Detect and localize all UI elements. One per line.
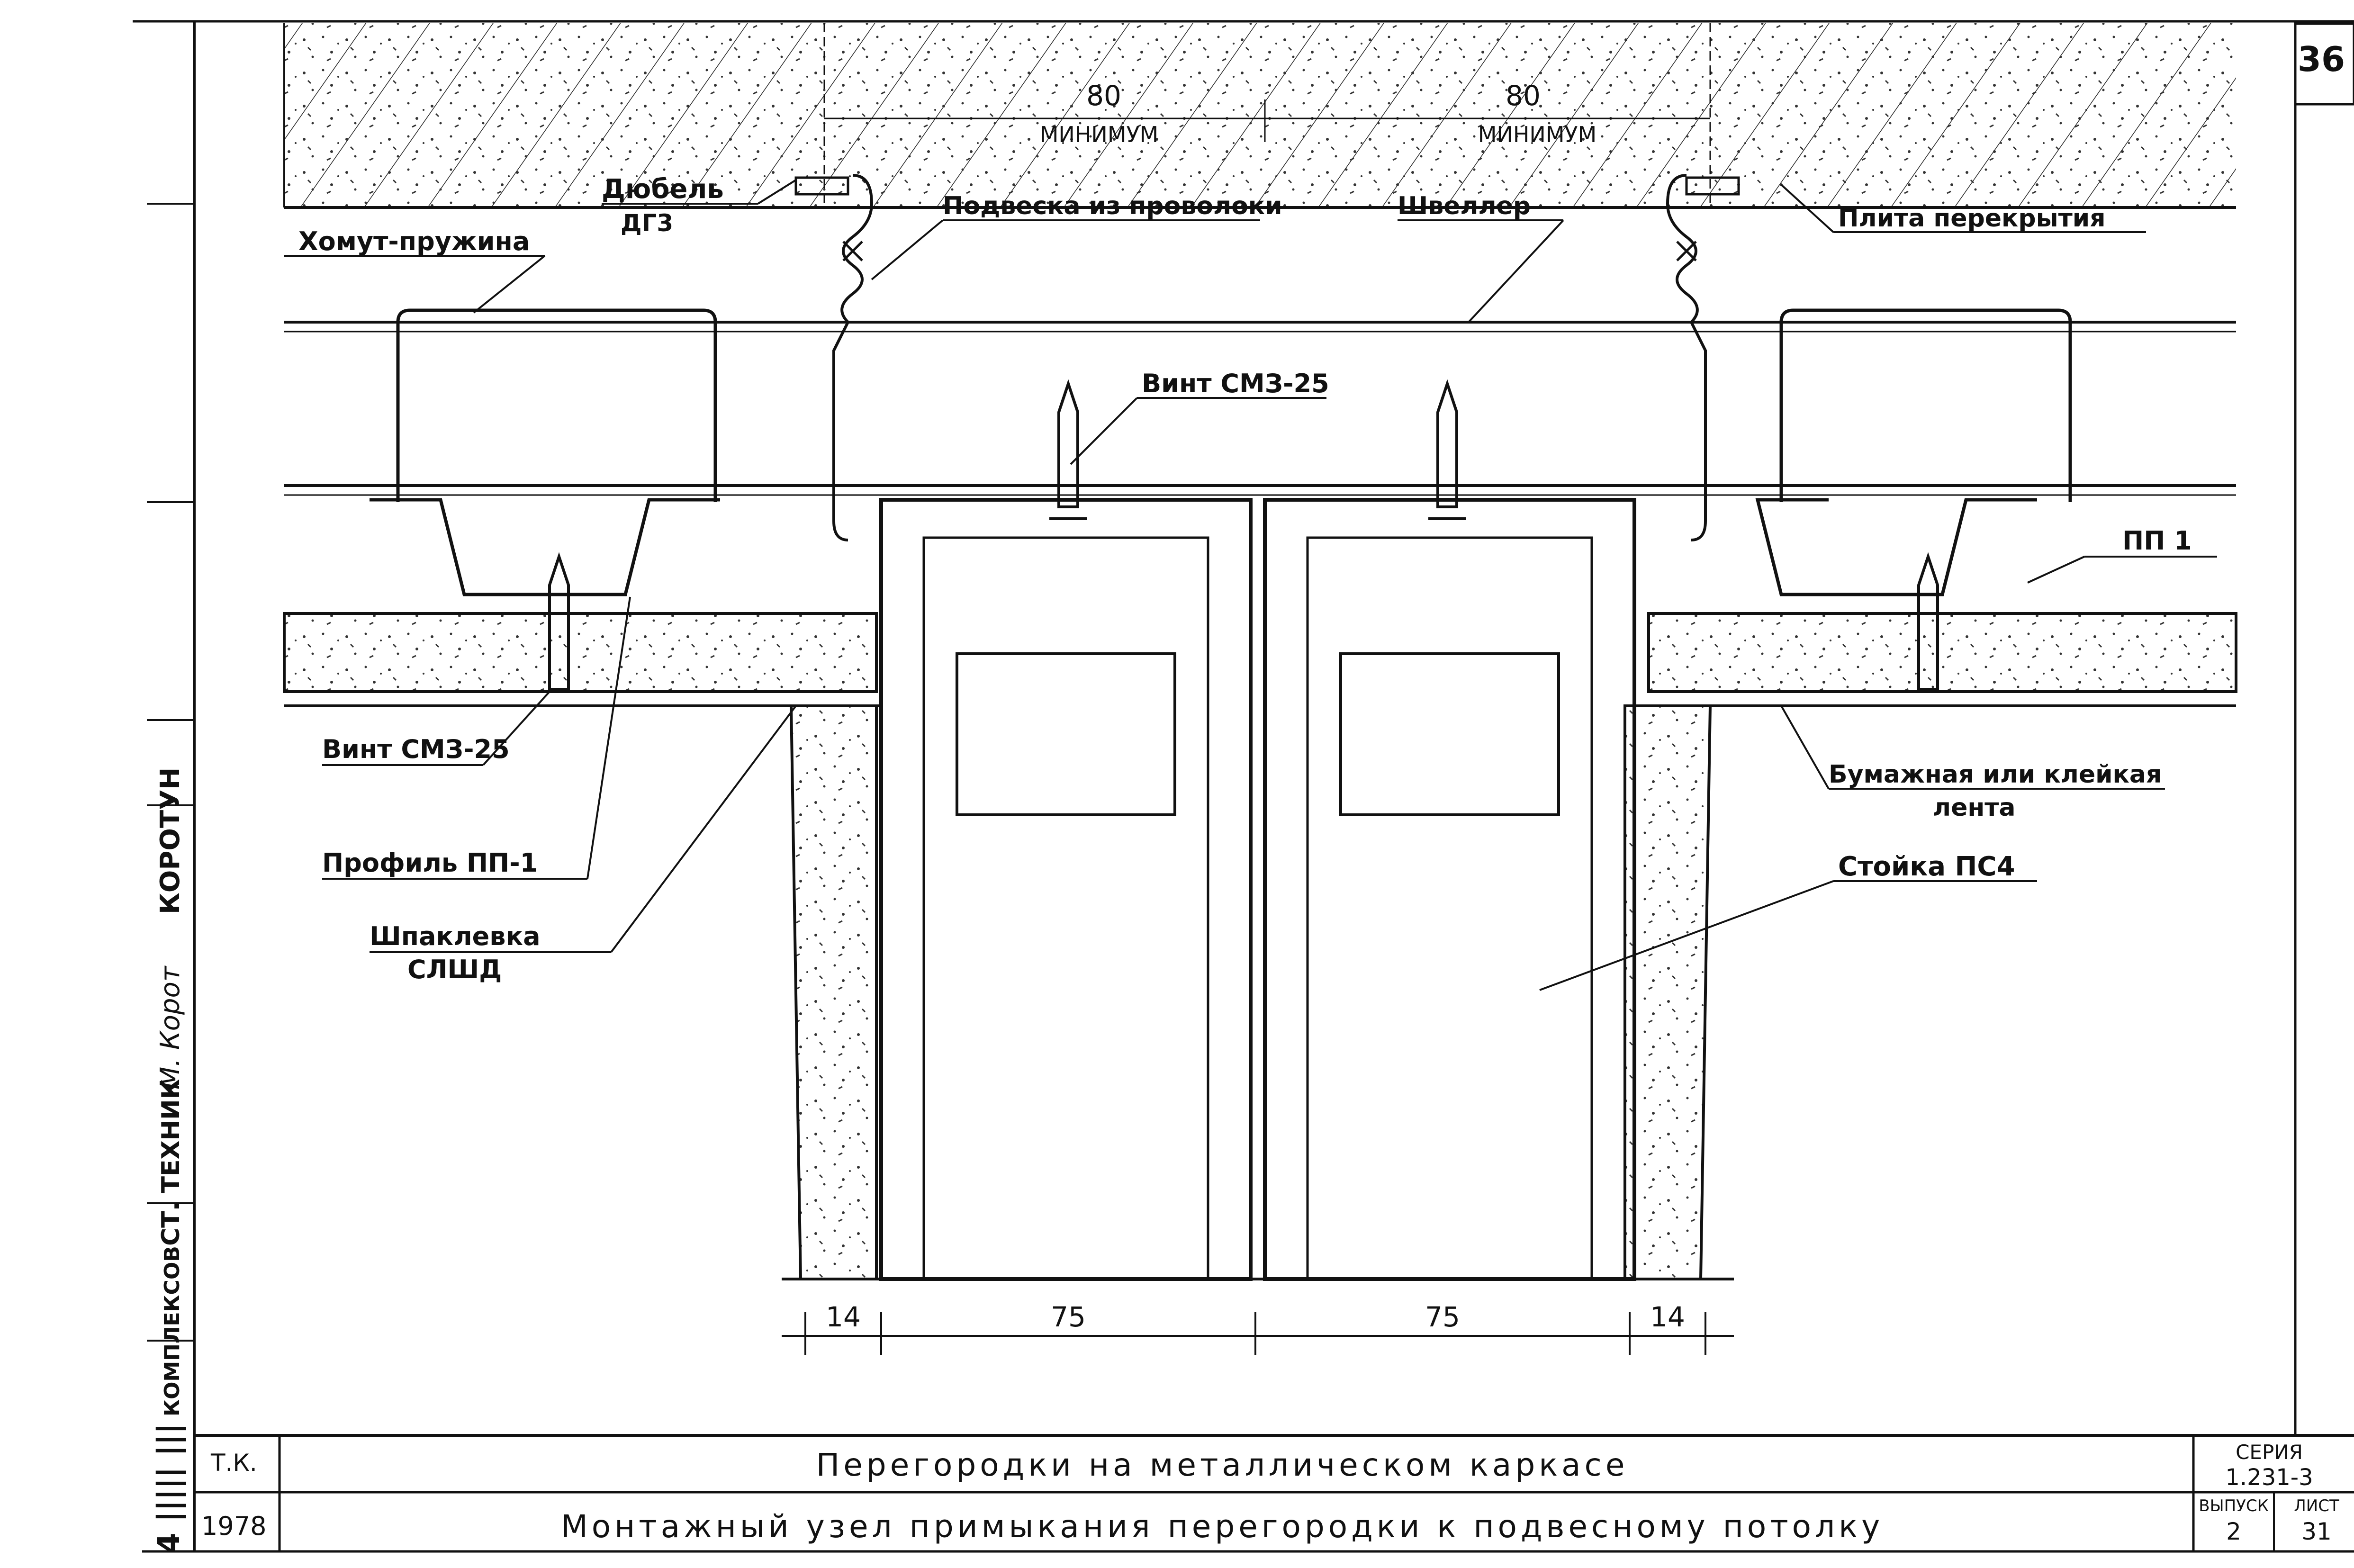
- bottom-dimensions: 14 75 75 14: [782, 1301, 1734, 1355]
- label-screw-top: Винт СМЗ-25: [1142, 369, 1329, 398]
- issue-value: 2: [2226, 1518, 2241, 1545]
- series-label: СЕРИЯ: [2236, 1441, 2303, 1464]
- drawing-subtitle: Монтажный узел примыкания перегородки к …: [561, 1508, 1884, 1545]
- side-strip: КОРОТУН М. Корот СТ. ТЕХНИК КОМПЛЕКСОВ 4…: [147, 203, 194, 1554]
- partition: [782, 498, 1734, 1281]
- label-screw-left: Винт СМЗ-25: [322, 734, 510, 764]
- label-putty: Шпаклевка: [370, 921, 541, 951]
- side-number: 4 ||||| |||: [152, 1423, 187, 1554]
- channel: [284, 321, 2236, 496]
- drawing-title: Перегородки на металлическом каркасе: [816, 1447, 1629, 1483]
- label-dowel-type: ДГ3: [621, 209, 673, 237]
- clamp-springs: [396, 308, 2072, 502]
- dim-top-left-note: МИНИМУМ: [1040, 122, 1159, 147]
- label-tape-line2: лента: [1933, 793, 2016, 822]
- side-label-org: КОМПЛЕКСОВ: [160, 1246, 184, 1416]
- label-pp1: ПП 1: [2122, 526, 2192, 556]
- dim-bottom-2: 75: [1051, 1301, 1086, 1333]
- page-number: 36: [2298, 39, 2345, 79]
- label-slab: Плита перекрытия: [1838, 204, 2106, 233]
- page-number-box: 36: [2294, 22, 2354, 106]
- leaders: [284, 179, 2217, 991]
- sheet-label: ЛИСТ: [2294, 1496, 2339, 1515]
- issue-label: ВЫПУСК: [2199, 1496, 2269, 1515]
- side-label-name: КОРОТУН: [155, 767, 186, 914]
- label-tape-line1: Бумажная или клейкая: [1829, 760, 2162, 789]
- pp1-profiles: [370, 498, 2037, 596]
- label-putty-type: СЛШД: [407, 955, 502, 984]
- label-dowel: Дюбель: [602, 174, 724, 205]
- dim-top-right-value: 80: [1506, 80, 1541, 112]
- ceiling-slab: 80 МИНИМУМ 80 МИНИМУМ: [283, 23, 2236, 209]
- side-signature: М. Корот: [155, 965, 186, 1090]
- screws: [548, 379, 1939, 691]
- frame: [133, 20, 2354, 1553]
- label-clamp-spring: Хомут-пружина: [298, 226, 530, 256]
- label-post: Стойка ПС4: [1838, 851, 2015, 882]
- title-year: 1978: [201, 1511, 266, 1541]
- dim-top-left-value: 80: [1086, 80, 1121, 112]
- callouts: Дюбель ДГ3 Подвеска из проволоки Швеллер…: [298, 174, 2192, 984]
- side-label-role: СТ. ТЕХНИК: [157, 1079, 185, 1246]
- title-org: Т.К.: [210, 1449, 257, 1477]
- dim-bottom-4: 14: [1650, 1301, 1685, 1333]
- label-wire-hanger: Подвеска из проволоки: [943, 192, 1282, 220]
- dim-bottom-1: 14: [826, 1301, 861, 1333]
- label-channel: Швеллер: [1398, 192, 1531, 220]
- series-value: 1.231-3: [2225, 1464, 2313, 1491]
- label-profile-pp1: Профиль ПП-1: [322, 848, 538, 878]
- title-block: Т.К. 1978 Перегородки на металлическом к…: [194, 1434, 2354, 1551]
- ceiling-boards: [283, 612, 2237, 707]
- dim-bottom-3: 75: [1425, 1301, 1460, 1333]
- sheet-value: 31: [2301, 1518, 2332, 1545]
- dim-top-right-note: МИНИМУМ: [1478, 122, 1597, 147]
